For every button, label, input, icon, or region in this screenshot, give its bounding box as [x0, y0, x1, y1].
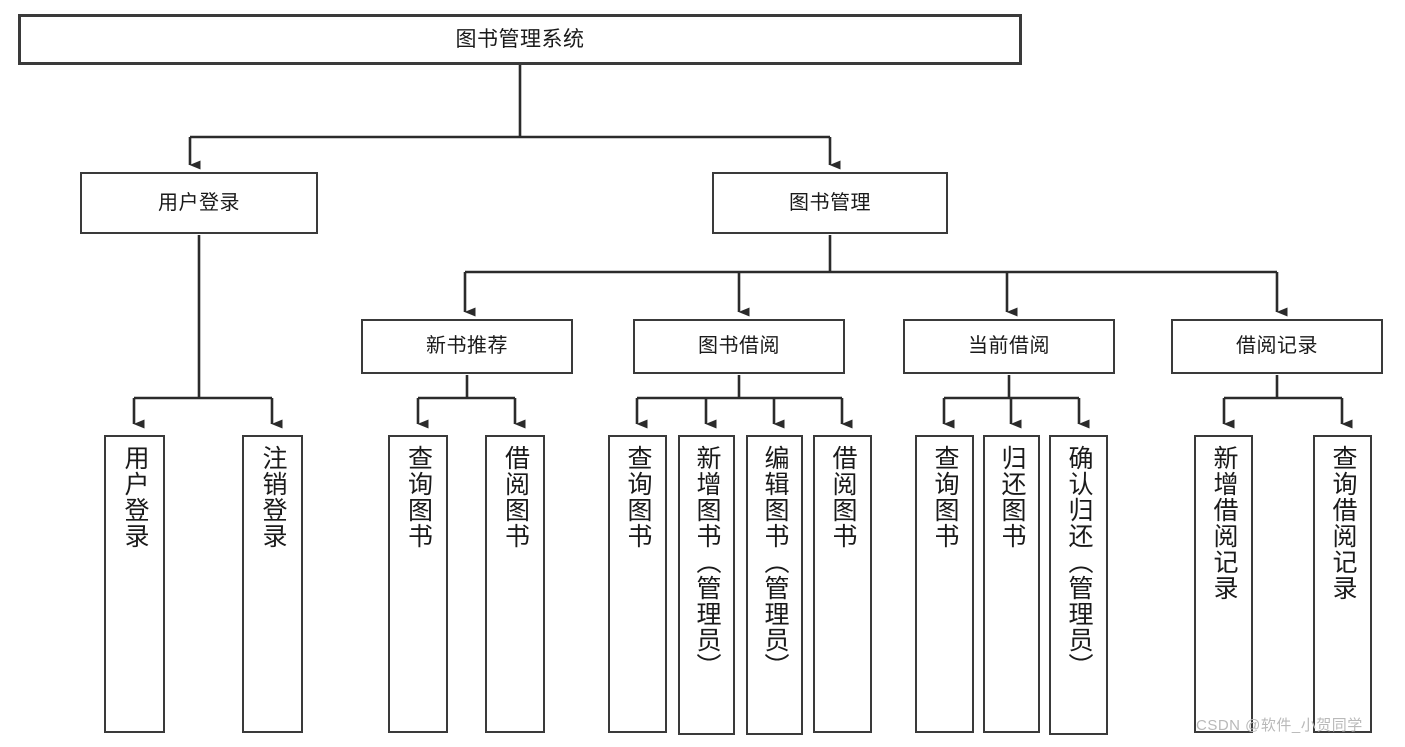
node-user-login[interactable]: 用户登录	[80, 172, 318, 234]
leaf-cb-confirm-return-admin-label: 确认归还（管理员）	[1065, 445, 1093, 679]
node-book-management-label: 图书管理	[789, 191, 871, 214]
node-book-management[interactable]: 图书管理	[712, 172, 948, 234]
leaf-bb-edit-book-admin[interactable]: 编辑图书（管理员）	[746, 435, 803, 735]
leaf-nb-query-book-label: 查询图书	[404, 445, 433, 549]
node-new-book-recommend[interactable]: 新书推荐	[361, 319, 573, 374]
node-borrow-records-label: 借阅记录	[1236, 335, 1318, 358]
node-borrow-records[interactable]: 借阅记录	[1171, 319, 1383, 374]
leaf-nb-query-book[interactable]: 查询图书	[388, 435, 448, 733]
leaf-bb-query-book[interactable]: 查询图书	[608, 435, 667, 733]
leaf-user-logout-label: 注销登录	[259, 445, 287, 549]
node-book-borrow[interactable]: 图书借阅	[633, 319, 845, 374]
node-current-borrow[interactable]: 当前借阅	[903, 319, 1115, 374]
leaf-cb-query-book[interactable]: 查询图书	[915, 435, 974, 733]
leaf-bb-borrow-book-label: 借阅图书	[829, 445, 857, 549]
leaf-cb-query-book-label: 查询图书	[931, 445, 959, 549]
node-user-login-label: 用户登录	[158, 191, 240, 214]
leaf-bb-edit-book-admin-label: 编辑图书（管理员）	[761, 445, 789, 679]
leaf-user-login-label: 用户登录	[121, 445, 149, 549]
leaf-user-login[interactable]: 用户登录	[104, 435, 165, 733]
leaf-cb-return-book-label: 归还图书	[998, 445, 1026, 549]
leaf-bb-add-book-admin-label: 新增图书（管理员）	[693, 445, 721, 679]
leaf-user-logout[interactable]: 注销登录	[242, 435, 303, 733]
leaf-nb-borrow-book-label: 借阅图书	[501, 445, 530, 549]
node-root-label: 图书管理系统	[455, 27, 585, 51]
leaf-br-add-record-label: 新增借阅记录	[1210, 445, 1238, 601]
leaf-bb-borrow-book[interactable]: 借阅图书	[813, 435, 872, 733]
node-root[interactable]: 图书管理系统	[18, 14, 1022, 65]
node-current-borrow-label: 当前借阅	[968, 335, 1050, 358]
leaf-br-add-record[interactable]: 新增借阅记录	[1194, 435, 1253, 733]
leaf-cb-return-book[interactable]: 归还图书	[983, 435, 1040, 733]
leaf-nb-borrow-book[interactable]: 借阅图书	[485, 435, 545, 733]
leaf-bb-query-book-label: 查询图书	[624, 445, 652, 549]
node-book-borrow-label: 图书借阅	[698, 335, 780, 358]
leaf-br-query-record-label: 查询借阅记录	[1329, 445, 1357, 601]
node-new-book-recommend-label: 新书推荐	[426, 335, 508, 358]
leaf-bb-add-book-admin[interactable]: 新增图书（管理员）	[678, 435, 735, 735]
csdn-watermark: CSDN @软件_小贺同学	[1196, 717, 1363, 734]
leaf-br-query-record[interactable]: 查询借阅记录	[1313, 435, 1372, 733]
leaf-cb-confirm-return-admin[interactable]: 确认归还（管理员）	[1049, 435, 1108, 735]
